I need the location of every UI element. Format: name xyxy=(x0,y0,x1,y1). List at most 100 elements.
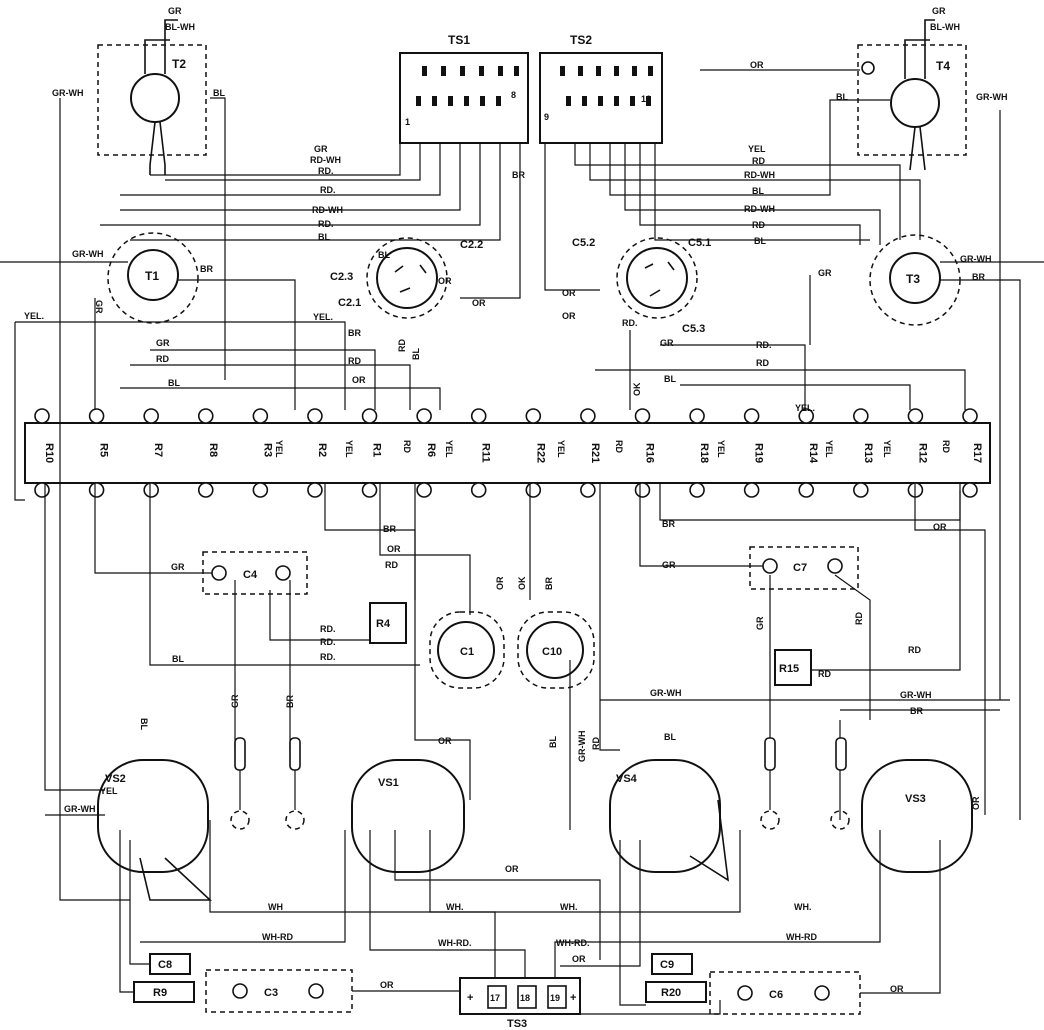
wire-label: BR xyxy=(910,706,923,716)
c52-label: C5.2 xyxy=(572,237,595,249)
wire-label: GR xyxy=(156,338,170,348)
wire-label: GR xyxy=(932,6,946,16)
wire-label: GR-WH xyxy=(960,254,992,264)
wire-label: OR xyxy=(472,298,486,308)
wire-label: RD xyxy=(348,356,361,366)
c8-label: C8 xyxy=(158,959,172,971)
wire-label: RD xyxy=(752,220,765,230)
vs4-label: VS4 xyxy=(616,773,638,785)
wire-label: GR-WH xyxy=(650,688,682,698)
strip-terminal xyxy=(88,482,105,498)
c5-capacitor: C5.2 C5.1 C5.3 xyxy=(572,237,711,335)
strip-wire-tag: RD xyxy=(402,440,412,453)
wire-label: RD xyxy=(591,737,601,750)
vs3-label: VS3 xyxy=(905,793,926,805)
wire-label: WH-RD. xyxy=(556,938,590,948)
wire-label: GR xyxy=(94,300,104,314)
strip-terminal xyxy=(252,482,269,498)
wire-label: OR xyxy=(890,984,904,994)
plus-label: + xyxy=(467,992,473,1004)
wire-label: GR xyxy=(168,6,182,16)
strip-terminal xyxy=(580,408,596,424)
resistor-label: R11 xyxy=(480,443,492,463)
wire-label: WH xyxy=(268,902,283,912)
ts3-17-label: 17 xyxy=(490,993,500,1003)
resistor-label: R13 xyxy=(862,443,874,463)
wire-labels: GR RD-WH RD. RD. RD-WH RD. BL BR OR YEL … xyxy=(24,60,947,994)
ts1-label: TS1 xyxy=(448,33,470,47)
wire-label: YEL. xyxy=(24,311,44,321)
wire-label: GR-WH xyxy=(900,690,932,700)
wire-label: BR xyxy=(285,695,295,708)
wire-label: GR-WH xyxy=(577,731,587,763)
wire-label: BL-WH xyxy=(930,22,960,32)
strip-terminal xyxy=(853,408,869,424)
wire-label: WH-RD. xyxy=(438,938,472,948)
resistor-label: R8 xyxy=(207,443,219,457)
strip-terminal xyxy=(525,482,542,498)
c6-capacitor: C6 xyxy=(709,971,861,1015)
c3-label: C3 xyxy=(264,987,278,999)
t3-label: T3 xyxy=(906,272,920,286)
wire-label: BR xyxy=(662,519,675,529)
ts1-pin8-label: 8 xyxy=(511,90,516,100)
strip-wire-tag: YEL xyxy=(556,440,566,458)
ts1-pin1-label: 1 xyxy=(405,117,410,127)
c51-label: C5.1 xyxy=(688,237,711,249)
c4-capacitor: C4 xyxy=(202,551,308,595)
wire-label: WH. xyxy=(560,902,578,912)
r15-resistor: R15 xyxy=(774,649,812,686)
resistor-label: R12 xyxy=(916,443,928,463)
wire-label: OR xyxy=(971,796,981,810)
ts3-18-label: 18 xyxy=(520,993,530,1003)
wire-label: BR xyxy=(383,524,396,534)
wire-label: OR xyxy=(495,576,505,590)
wire-label: BL xyxy=(836,92,848,102)
wire-label: BL xyxy=(172,654,184,664)
c10-label: C10 xyxy=(542,646,562,658)
resistor-label: R10 xyxy=(43,443,55,463)
r4-resistor: R4 xyxy=(369,602,407,644)
strip-wire-tag: YEL xyxy=(274,440,284,458)
ts2-terminal-strip: TS2 9 16 xyxy=(539,33,663,144)
wire-label: YEL xyxy=(100,786,118,796)
c1-label: C1 xyxy=(460,646,474,658)
ts1-terminal-strip: TS1 1 8 xyxy=(399,33,529,144)
wire-label: RD. xyxy=(756,340,772,350)
strip-wire-tag: YEL xyxy=(344,440,354,458)
r20-label: R20 xyxy=(661,987,681,999)
wire-label: OR xyxy=(562,311,576,321)
wire-label: OK xyxy=(517,576,527,590)
strip-terminal xyxy=(252,408,269,424)
wire-label: GR-WH xyxy=(72,249,104,259)
wire-label: YEL xyxy=(748,144,766,154)
strip-wire-tag: RD xyxy=(941,440,951,453)
wire-label: RD. xyxy=(318,219,334,229)
wire-label: WH. xyxy=(446,902,464,912)
wire-label: RD xyxy=(818,669,831,679)
plus-label: + xyxy=(570,992,576,1004)
wires xyxy=(0,69,1044,1015)
wire-label: GR xyxy=(755,616,765,630)
wire-label: RD xyxy=(752,156,765,166)
wire-label: BL xyxy=(411,348,421,360)
wire-label: RD-WH xyxy=(744,204,775,214)
wire-label: RD xyxy=(385,560,398,570)
wire-label: BR xyxy=(544,577,554,590)
wire-label: RD xyxy=(156,354,169,364)
strip-terminal xyxy=(962,482,978,498)
strip-terminal xyxy=(143,482,159,498)
strip-wire-tag: YEL xyxy=(716,440,726,458)
wire-label: WH. xyxy=(794,902,812,912)
strip-terminal xyxy=(634,482,651,498)
c9-capacitor: C9 xyxy=(651,953,693,975)
wire-label: BL xyxy=(752,186,764,196)
t3-transformer: T3 GR-WH BR GR xyxy=(818,234,992,326)
resistor-label: R21 xyxy=(589,443,601,463)
t4-label: T4 xyxy=(936,59,950,73)
vs4-socket: VS4 xyxy=(609,759,730,882)
strip-wire-tag: RD xyxy=(614,440,624,453)
resistor-label: R5 xyxy=(98,443,110,457)
strip-terminal xyxy=(470,482,487,498)
vs2-socket: VS2 xyxy=(97,759,213,901)
